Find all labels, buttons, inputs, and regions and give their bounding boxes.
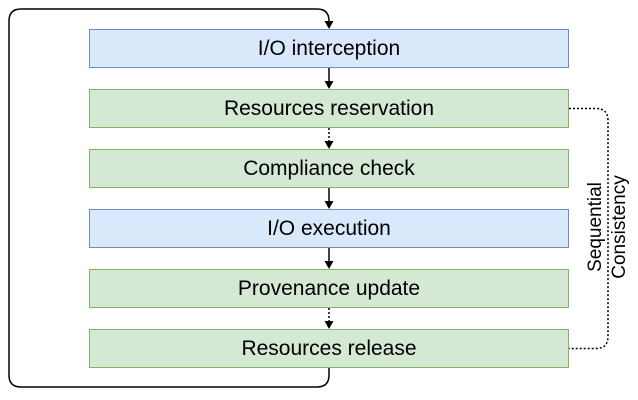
connector-arrowhead-1 (324, 141, 334, 149)
loop-back-arrowhead (324, 21, 334, 29)
step-provenance-update: Provenance update (89, 269, 569, 308)
sequential-consistency-label-line-2: Consistency (609, 175, 630, 279)
step-io-execution: I/O execution (89, 209, 569, 248)
loop-back-line (8, 8, 330, 388)
connector-arrowhead-0 (324, 81, 334, 89)
sequential-consistency-label: Sequential Consistency (582, 172, 634, 282)
step-resources-release: Resources release (89, 329, 569, 368)
sequential-consistency-label-line-1: Sequential (585, 182, 606, 272)
connector-arrowhead-3 (324, 261, 334, 269)
step-compliance-check: Compliance check (89, 149, 569, 188)
sequential-consistency-bracket (569, 107, 609, 350)
connector-arrowhead-4 (324, 321, 334, 329)
step-resources-reservation: Resources reservation (89, 89, 569, 128)
step-io-interception: I/O interception (89, 29, 569, 68)
connector-arrowhead-2 (324, 201, 334, 209)
